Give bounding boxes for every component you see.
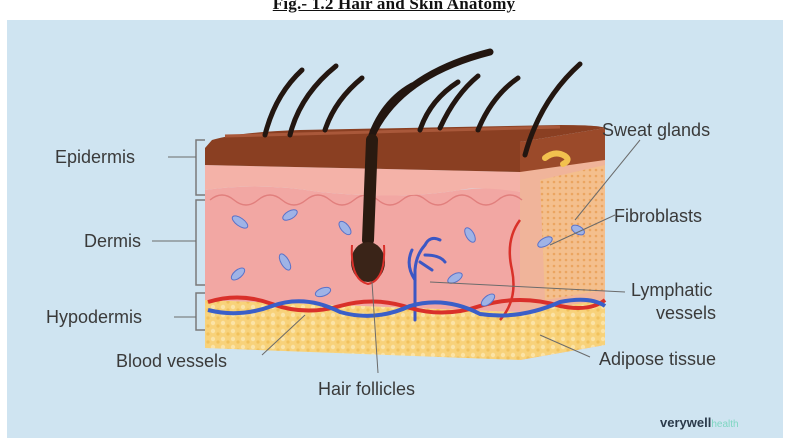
label-vessels: vessels [656,303,716,323]
brand-suffix: health [711,419,738,430]
label-dermis: Dermis [84,231,141,251]
brand-logo: verywellhealth [660,415,739,430]
label-sweat-glands: Sweat glands [602,120,710,140]
layer-brackets [196,140,205,330]
label-adipose-tissue: Adipose tissue [599,349,716,369]
label-hypodermis: Hypodermis [46,307,142,327]
label-epidermis: Epidermis [55,147,135,167]
brand-name: verywell [660,415,711,430]
sweat-gland-region [540,165,605,300]
label-lymphatic: Lymphatic [631,280,712,300]
hair-shaft [368,140,372,240]
label-blood-vessels: Blood vessels [116,351,227,371]
label-fibroblasts: Fibroblasts [614,206,702,226]
label-hair-follicles: Hair follicles [318,379,415,399]
